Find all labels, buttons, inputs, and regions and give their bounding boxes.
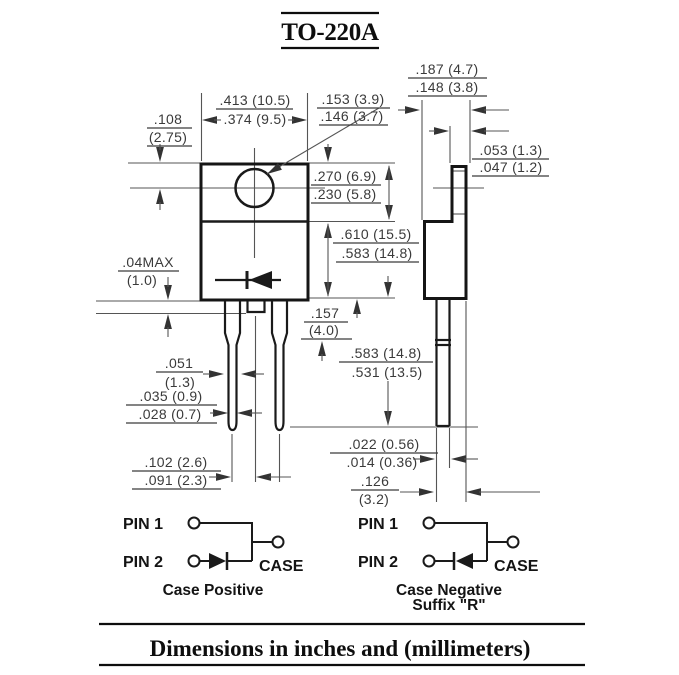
dim-body-height-bot: .583 (14.8) xyxy=(341,245,412,261)
dimension-labels: .108 (2.75) .413 (10.5) .374 (9.5) .153 … xyxy=(118,61,549,507)
case-positive-caption: Case Positive xyxy=(163,582,264,599)
diode-anode-icon xyxy=(456,553,473,569)
dim-lead-thickness-bot: .014 (0.36) xyxy=(346,454,417,470)
footer-block: Dimensions in inches and (millimeters) xyxy=(99,622,585,667)
side-view xyxy=(423,165,468,428)
dim-lead-setback-top: .126 xyxy=(361,473,389,489)
dim-lead-width-upper-bot: (1.3) xyxy=(165,374,195,390)
diode-polarity-symbol xyxy=(215,271,281,289)
dim-body-width-top: .413 (10.5) xyxy=(219,92,290,108)
case-negative-caption-line1: Case Negative xyxy=(396,582,502,599)
dim-lead-length-bot: .531 (13.5) xyxy=(351,364,422,380)
dim-lead-setback-bot: (3.2) xyxy=(359,491,389,507)
mounting-hole xyxy=(234,167,275,209)
case-terminal xyxy=(271,535,285,549)
dim-lead-pitch-bot: .091 (2.3) xyxy=(145,472,208,488)
page-title: TO-220A xyxy=(281,19,379,46)
pin1-terminal xyxy=(187,516,201,530)
dim-standoff-top: .04MAX xyxy=(122,254,174,270)
dim-lead-width-upper-top: .051 xyxy=(165,355,193,371)
pin2-label: PIN 2 xyxy=(123,554,163,571)
case-terminal xyxy=(506,535,520,549)
case-label: CASE xyxy=(494,558,539,575)
dim-standoff-bot: (1.0) xyxy=(127,272,157,288)
dim-lead-width-lower-top: .035 (0.9) xyxy=(140,388,203,404)
dim-body-width-bot: .374 (9.5) xyxy=(224,111,287,127)
pin-1-lead xyxy=(223,301,242,432)
side-lead xyxy=(435,300,451,428)
dim-lead-width-lower-bot: .028 (0.7) xyxy=(139,406,202,422)
pin2-terminal xyxy=(187,554,201,568)
center-pin-stub xyxy=(246,301,266,314)
extension-lines xyxy=(96,93,484,502)
dimension-arrows xyxy=(156,106,540,496)
dim-hole-diameter-bot: .146 (3.7) xyxy=(321,108,384,124)
dim-tab-thickness-top: .053 (1.3) xyxy=(480,142,543,158)
schematic-wires xyxy=(435,522,507,562)
dim-hole-diameter-top: .153 (3.9) xyxy=(322,91,385,107)
schematic-case-positive: PIN 1 PIN 2 CASE Case Positive xyxy=(123,516,304,599)
pin1-terminal xyxy=(422,516,436,530)
pin1-label: PIN 1 xyxy=(123,516,163,533)
pin2-terminal xyxy=(422,554,436,568)
dim-lead-thickness-top: .022 (0.56) xyxy=(348,436,419,452)
pin2-label: PIN 2 xyxy=(358,554,398,571)
dim-lead-length-top: .583 (14.8) xyxy=(350,345,421,361)
dim-tab-height-top: .270 (6.9) xyxy=(314,168,377,184)
case-negative-caption-line2: Suffix "R" xyxy=(412,597,485,614)
dim-hole-offset-bot: (2.75) xyxy=(149,129,187,145)
diode-anode-icon xyxy=(209,553,226,569)
pin-2-lead xyxy=(270,301,289,432)
case-label: CASE xyxy=(259,558,304,575)
dim-shoulder-length-bot: (4.0) xyxy=(309,322,339,338)
side-profile-outline xyxy=(423,165,468,300)
title-block: TO-220A xyxy=(281,11,379,50)
dim-hole-offset-top: .108 xyxy=(154,111,182,127)
front-view xyxy=(199,162,310,432)
schematic-wires xyxy=(200,522,272,562)
pin1-label: PIN 1 xyxy=(358,516,398,533)
dim-body-height-top: .610 (15.5) xyxy=(340,226,411,242)
dim-shoulder-length-top: .157 xyxy=(311,305,339,321)
dim-body-depth-top: .187 (4.7) xyxy=(416,61,479,77)
schematic-case-negative: PIN 1 PIN 2 CASE Case Negative Suffix "R… xyxy=(358,516,539,614)
footer-caption: Dimensions in inches and (millimeters) xyxy=(150,636,531,661)
package-body-outline xyxy=(199,162,310,302)
dim-body-depth-bot: .148 (3.8) xyxy=(416,79,479,95)
dim-tab-thickness-bot: .047 (1.2) xyxy=(480,159,543,175)
dim-tab-height-bot: .230 (5.8) xyxy=(314,186,377,202)
dim-lead-pitch-top: .102 (2.6) xyxy=(145,454,208,470)
